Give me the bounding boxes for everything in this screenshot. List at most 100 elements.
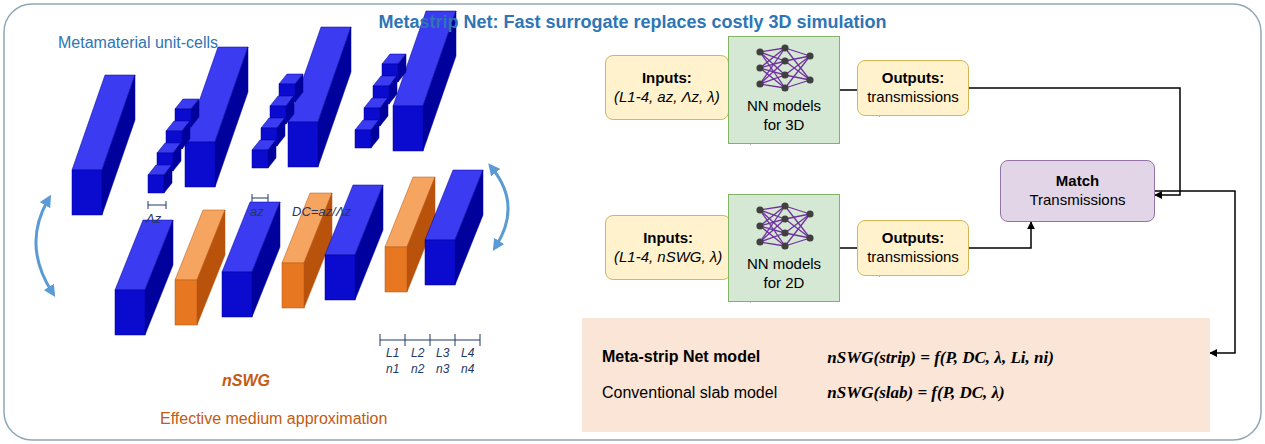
nn-link [760,48,785,84]
node-text: transmissions [867,248,959,267]
silicon-cube [286,96,294,124]
nn-neuron [781,215,788,222]
equivalence-arrow [36,200,52,292]
silicon-cube [252,150,268,168]
nn-neuron [756,206,763,213]
figure-label: Metamaterial unit-cells [58,34,218,52]
figure-label: az [250,204,264,219]
flow-arrow [969,222,1031,248]
nn-link [785,80,810,88]
silicon-bar [215,47,248,187]
formula-panel: Meta-strip Net modelnSWG(strip) = f(P, D… [582,318,1210,432]
node-text: NN models for 3D [739,97,829,135]
silicon-bar [72,170,102,215]
dimension-lines [148,194,480,346]
model-box: NN models for 2D [728,194,840,302]
node-text: transmissions [867,88,959,107]
effective-medium-strip [282,263,304,308]
node-text: Inputs: [642,69,692,88]
nn-neuron [806,52,813,59]
nn-neuron [756,64,763,71]
neural-net-icon [754,200,816,252]
equivalence-arrow [492,168,508,246]
nn-link [785,75,810,80]
nn-neuron [781,71,788,78]
node-text: Inputs: [643,229,693,248]
silicon-cube [398,54,406,82]
nn-link [760,233,785,242]
io-box: Outputs:transmissions [857,220,969,276]
nn-link [785,48,810,80]
silicon-bar [252,202,280,317]
node-text: Outputs: [882,69,944,88]
silicon-bar [185,142,215,187]
title: Metastrip Net: Fast surrogate replaces c… [0,12,1265,33]
nn-neuron [781,84,788,91]
io-box: Inputs:(L1-4, az, Λz, λ) [605,55,729,120]
panel-border [4,4,1261,440]
neural-net-icon [754,42,816,94]
nn-neuron [781,229,788,236]
silicon-cube [191,99,199,127]
nn-link [760,242,785,246]
silicon-bar [325,255,355,300]
node-text: Outputs: [882,229,944,248]
nn-neuron [781,57,788,64]
node-text: (L1-4, nSWG, λ) [614,248,722,267]
io-box: Outputs:transmissions [857,60,969,116]
nn-neuron [781,44,788,51]
io-box: Inputs:(L1-4, nSWG, λ) [605,215,731,280]
nn-neuron [756,48,763,55]
node-text: nSWG(slab) = f(P, DC, λ) [827,382,1054,403]
nn-link [785,233,810,238]
nn-neuron [806,234,813,241]
figure-label: nSWG [222,372,270,390]
node-text: (L1-4, az, Λz, λ) [614,88,720,107]
node-text: Conventional slab model [602,383,777,403]
node-text: Meta-strip Net model [602,347,777,367]
nn-neuron [756,238,763,245]
nn-neuron [781,202,788,209]
silicon-bar [222,272,252,317]
silicon-bar [318,27,351,167]
nn-neuron [756,222,763,229]
figure-label: Effective medium approximation [160,410,387,428]
figure-label: L4 [461,346,474,360]
nn-link [785,206,810,238]
silicon-cube [164,165,172,193]
figure-label: n3 [436,362,449,376]
figure-label: Λz [146,211,161,226]
silicon-bar [355,185,383,300]
silicon-cube [148,175,164,193]
nn-link [760,75,785,84]
silicon-cube [355,130,371,148]
unit-cell-bars [72,11,483,335]
nn-link [785,219,810,238]
nn-link [760,219,785,242]
figure-label: DC=az/Λz [292,204,351,219]
silicon-bar [425,240,455,285]
node-text: Match [1056,172,1099,191]
silicon-bar [102,75,135,215]
silicon-cube [173,143,181,171]
figure-label: L2 [411,346,424,360]
silicon-cube [182,121,190,149]
silicon-cube [380,98,388,126]
figure-label: n1 [386,362,399,376]
silicon-bar [455,170,483,285]
nn-neuron [806,76,813,83]
silicon-bar [393,106,423,151]
figure-label: n2 [411,362,424,376]
silicon-cube [268,140,276,168]
silicon-cube [295,74,303,102]
node-text: NN models for 2D [739,255,829,293]
nn-neuron [806,210,813,217]
figure-label: L3 [436,346,449,360]
effective-medium-strip [175,280,197,325]
nn-link [760,206,785,242]
silicon-bar [288,122,318,167]
silicon-bar [115,290,145,335]
silicon-cube [389,76,397,104]
silicon-cube [371,120,379,148]
nn-link [785,61,810,80]
